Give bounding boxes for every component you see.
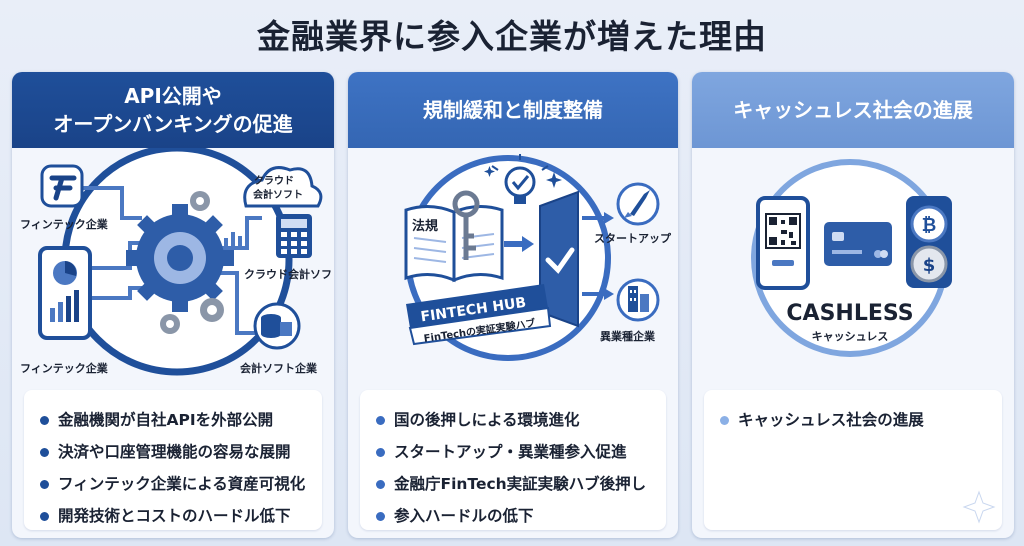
column-deregulation: 規制緩和と制度整備 法規 <box>348 72 678 538</box>
sparkle-icon <box>484 166 562 188</box>
bullet-item: 金融機関が自社APIを外部公開 <box>38 404 308 436</box>
label-fintech-top: フィンテック企業 <box>20 217 109 231</box>
heading-line-2: オープンバンキングの促進 <box>53 112 293 136</box>
api-illustration: フィンテック企業 フィンテック企業 クラウド 会計ソフト <box>12 148 334 448</box>
column-cashless: キャッシュレス社会の進展 <box>692 72 1014 538</box>
label-law: 法規 <box>412 218 438 234</box>
bullet-item: フィンテック企業による資産可視化 <box>38 468 308 500</box>
credit-card-icon <box>824 222 892 266</box>
page-title: 金融業界に参入企業が増えた理由 <box>257 17 767 56</box>
heading-line-1: API公開や <box>124 84 222 108</box>
label-cloud-line1: クラウド <box>254 175 294 187</box>
heading-text: キャッシュレス社会の進展 <box>733 98 973 122</box>
label-cloud-software: クラウド会計ソフト <box>244 267 334 281</box>
rocket-icon <box>616 182 660 226</box>
bullet-item: キャッシュレス社会の進展 <box>718 404 988 436</box>
column-api-open-banking: API公開や オープンバンキングの促進 <box>12 72 334 538</box>
arrow-head-icon <box>604 212 614 224</box>
heading-text: 規制緩和と制度整備 <box>423 98 603 122</box>
cloud-icon <box>243 166 323 208</box>
arrow-head-icon <box>522 236 534 252</box>
law-book-icon <box>404 205 504 283</box>
database-icon <box>253 302 301 350</box>
calculator-icon <box>276 214 312 258</box>
bar-chart-icon <box>224 228 249 246</box>
label-cashless-kana: キャッシュレス <box>812 330 889 343</box>
bullet-list: 国の後押しによる環境進化 スタートアップ・異業種参入促進 金融庁FinTech実… <box>360 390 666 530</box>
gear-icon <box>160 191 224 334</box>
bullet-item: 参入ハードルの低下 <box>374 500 652 532</box>
bullet-list: 金融機関が自社APIを外部公開 決済や口座管理機能の容易な展開 フィンテック企業… <box>24 390 322 530</box>
smartphone-qr-icon <box>756 196 810 290</box>
fintech-hub-banner <box>406 284 552 346</box>
label-startup: スタートアップ <box>594 231 672 245</box>
bullet-item: 決済や口座管理機能の容易な展開 <box>38 436 308 468</box>
fintech-logo-icon <box>40 164 84 208</box>
bullet-item: スタートアップ・異業種参入促進 <box>374 436 652 468</box>
gear-icon <box>126 204 234 312</box>
svg-text:₿: ₿ <box>922 215 937 236</box>
api-diagram-svg: フィンテック企業 フィンテック企業 クラウド 会計ソフト <box>20 148 334 376</box>
bullet-item: 開発技術とコストのハードル低下 <box>38 500 308 532</box>
building-icon <box>616 278 660 322</box>
deregulation-diagram-svg: 法規 <box>404 154 672 361</box>
label-cashless: CASHLESS <box>786 301 913 326</box>
column-heading: API公開や オープンバンキングの促進 <box>12 72 334 148</box>
bullet-item: 国の後押しによる環境進化 <box>374 404 652 436</box>
column-heading: キャッシュレス社会の進展 <box>692 72 1014 148</box>
door-check-icon <box>539 190 579 328</box>
svg-text:$: $ <box>923 255 936 276</box>
label-cloud-line2: 会計ソフト <box>253 188 303 201</box>
sparkle-icon <box>962 490 996 524</box>
key-icon <box>452 190 480 260</box>
deregulation-illustration: 法規 <box>348 148 678 448</box>
lightbulb-icon <box>491 154 549 204</box>
bullet-item: 金融庁FinTech実証実験ハブ後押し <box>374 468 652 500</box>
column-heading: 規制緩和と制度整備 <box>348 72 678 148</box>
label-other-industry: 異業種企業 <box>600 329 656 343</box>
bullet-list: キャッシュレス社会の進展 <box>704 390 1002 530</box>
label-fintech-bottom: フィンテック企業 <box>20 361 109 375</box>
coin-bitcoin-icon: ₿ $ <box>906 196 952 288</box>
smartphone-chart-icon <box>38 246 92 340</box>
cashless-illustration: ₿ $ CASHLESS キャッシュレス <box>692 148 1014 448</box>
cashless-diagram-svg: ₿ $ CASHLESS キャッシュレス <box>751 159 952 357</box>
label-accounting-software: 会計ソフト企業 <box>240 361 318 375</box>
arrow-head-icon <box>604 288 614 300</box>
